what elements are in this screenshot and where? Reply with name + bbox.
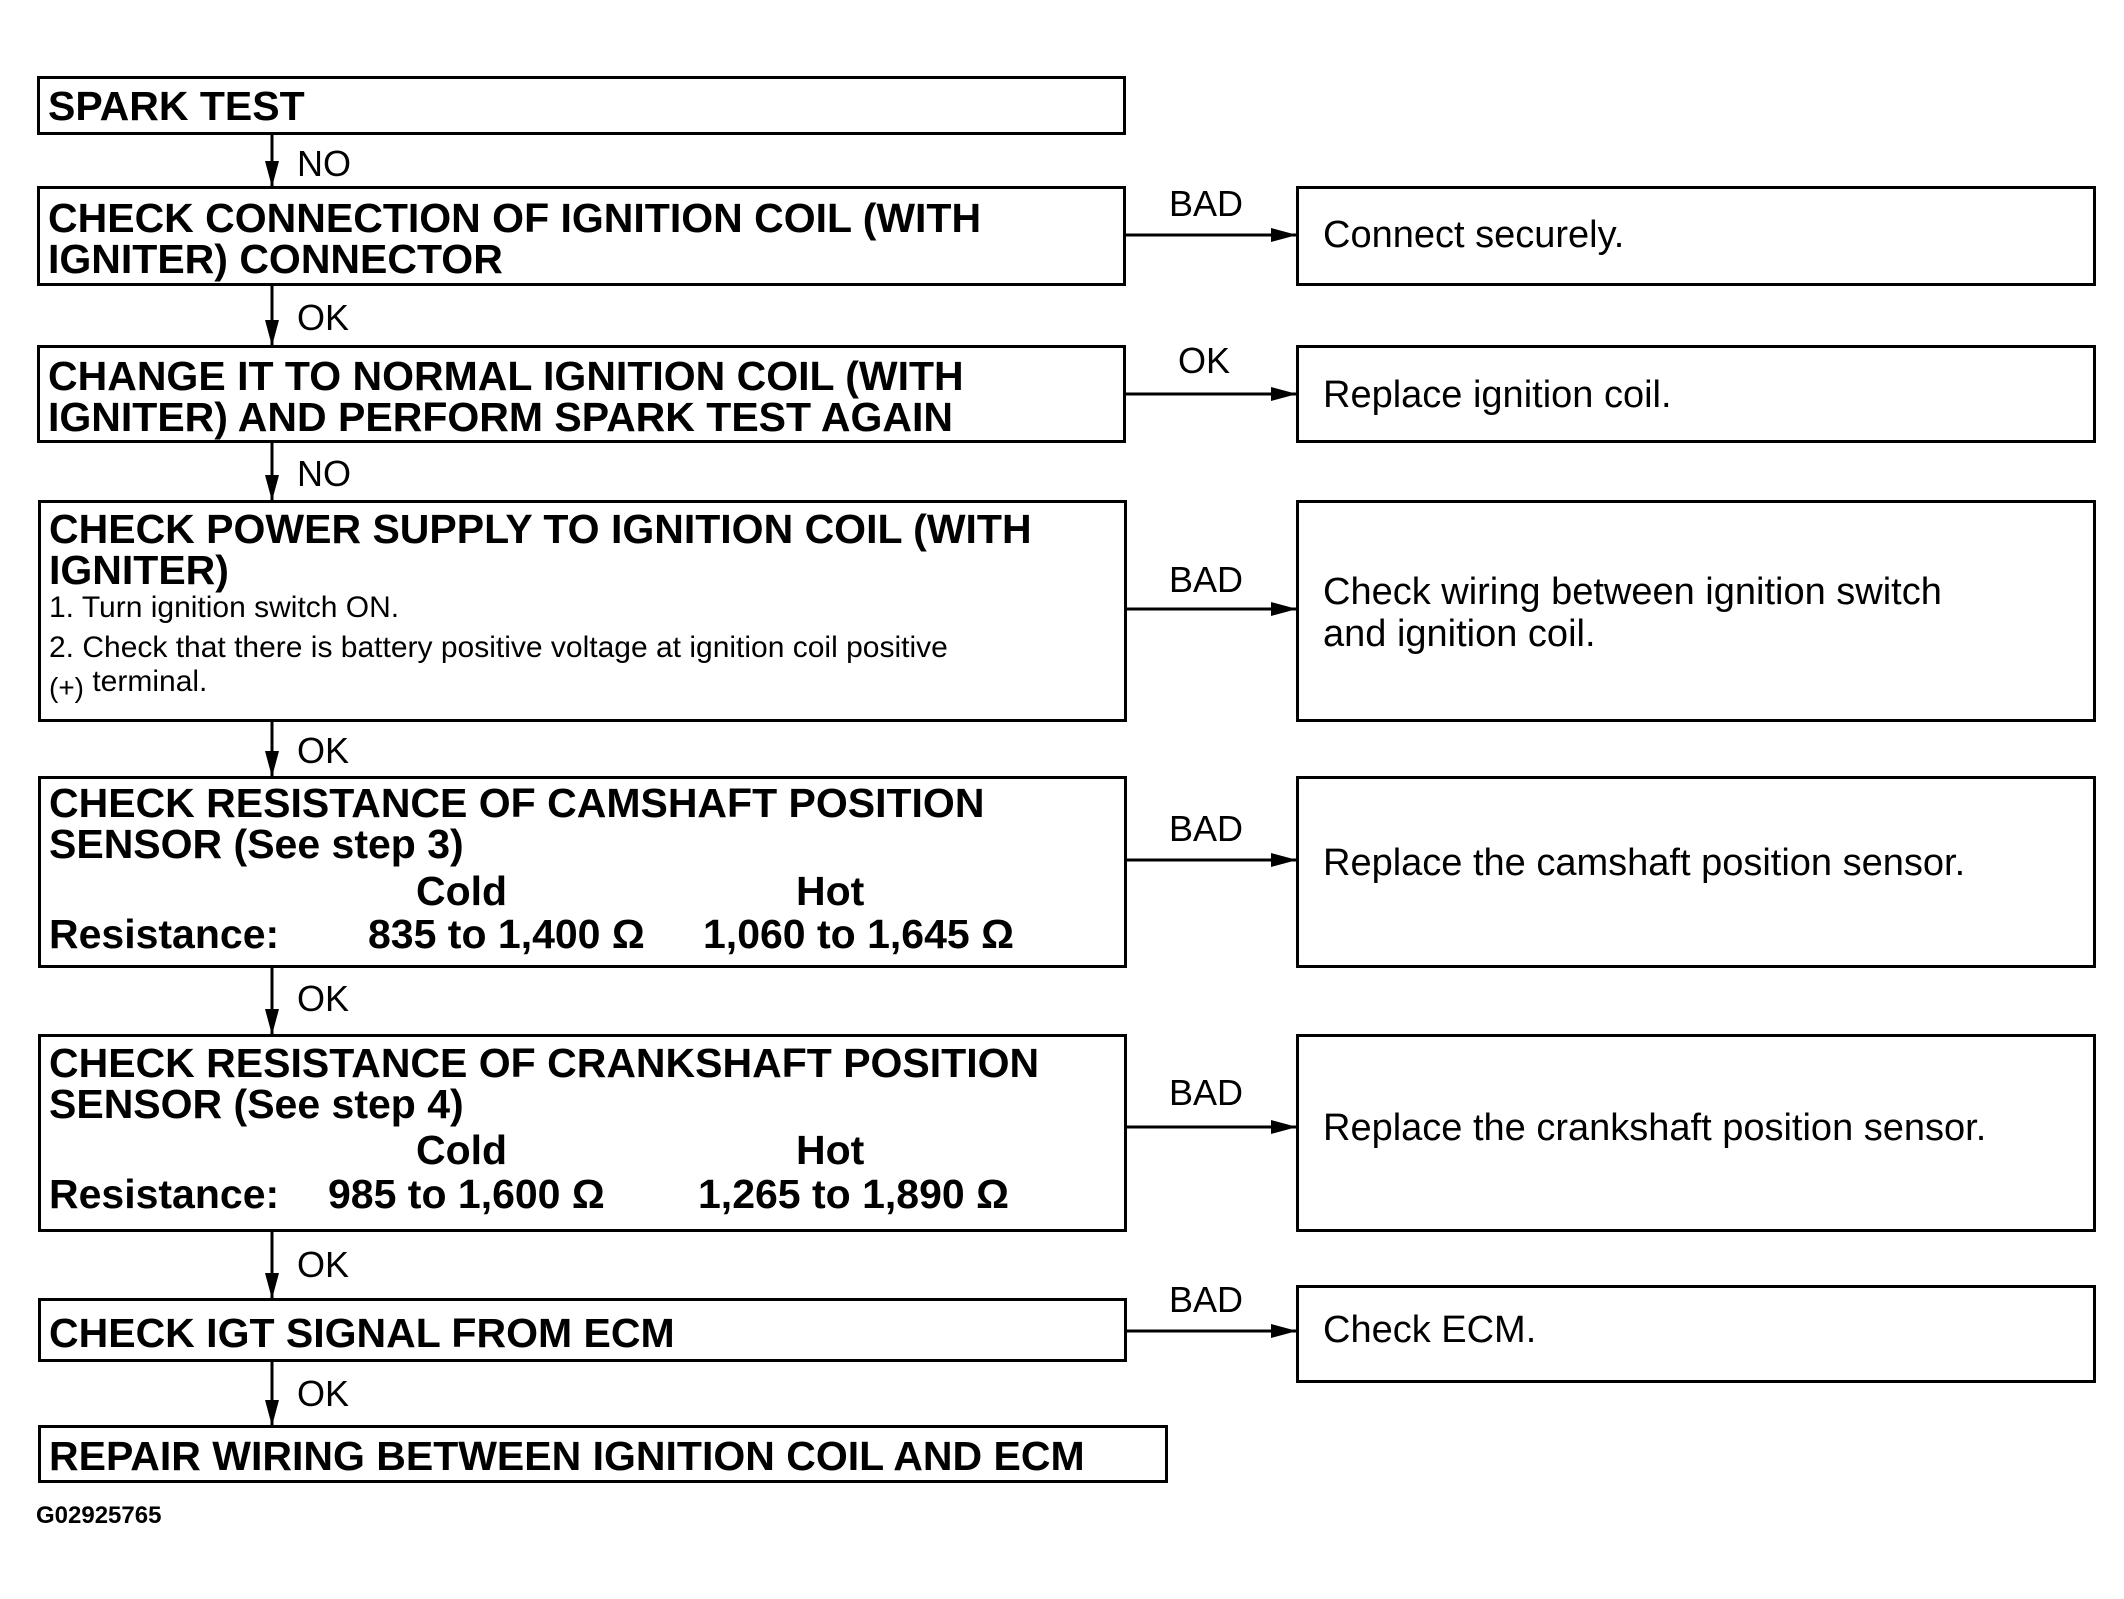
down-label-no: NO [297, 143, 351, 184]
side-label-bad: BAD [1169, 1072, 1244, 1113]
step-title-line2: IGNITER) AND PERFORM SPARK TEST AGAIN [48, 394, 954, 440]
side-label-bad: BAD [1169, 559, 1244, 600]
side-label-ok: OK [1178, 340, 1231, 381]
step-title-line1: CHECK RESISTANCE OF CRANKSHAFT POSITION [49, 1040, 1040, 1086]
step-instruction-1: 1. Turn ignition switch ON. [49, 591, 400, 624]
step-title-line2: SENSOR (See step 3) [49, 821, 464, 867]
step-title-line2: IGNITER) CONNECTOR [48, 236, 503, 282]
side-label-bad: BAD [1169, 1279, 1244, 1320]
action-box-check-wiring: Check wiring between ignition switch and… [1296, 500, 2096, 722]
step-box-igt-signal: CHECK IGT SIGNAL FROM ECM [38, 1298, 1127, 1362]
hot-resistance-value: 1,265 to 1,890 Ω [698, 1171, 1009, 1217]
step-title: CHECK IGT SIGNAL FROM ECM [49, 1310, 675, 1356]
side-label-bad: BAD [1169, 183, 1244, 224]
step-title-line2: IGNITER) [49, 547, 229, 593]
step-title-line1: CHECK CONNECTION OF IGNITION COIL (WITH [48, 195, 982, 241]
step-box-check-connection: CHECK CONNECTION OF IGNITION COIL (WITH … [37, 186, 1126, 286]
step-title: SPARK TEST [48, 83, 305, 129]
action-text: Replace ignition coil. [1323, 374, 1672, 416]
cold-column-header: Cold [416, 868, 508, 914]
down-label-ok: OK [297, 1244, 350, 1285]
step-box-change-coil: CHANGE IT TO NORMAL IGNITION COIL (WITH … [37, 345, 1126, 443]
resistance-label: Resistance: [49, 911, 280, 957]
action-text: Replace the camshaft position sensor. [1323, 842, 1966, 884]
step-box-spark-test: SPARK TEST [37, 76, 1126, 135]
action-text-line1: Check wiring between ignition switch [1323, 571, 1942, 613]
action-box-connect: Connect securely. [1296, 186, 2096, 286]
action-box-replace-camshaft: Replace the camshaft position sensor. [1296, 776, 2096, 968]
step-title-line2: SENSOR (See step 4) [49, 1081, 464, 1127]
step-box-camshaft-sensor: CHECK RESISTANCE OF CAMSHAFT POSITION SE… [38, 776, 1127, 968]
hot-column-header: Hot [796, 1127, 865, 1173]
positive-terminal-symbol: (+) [49, 672, 84, 703]
action-text-line2: and ignition coil. [1323, 613, 1596, 655]
action-text: Connect securely. [1323, 214, 1625, 256]
hot-resistance-value: 1,060 to 1,645 Ω [703, 911, 1014, 957]
resistance-label: Resistance: [49, 1171, 280, 1217]
action-box-check-ecm: Check ECM. [1296, 1285, 2096, 1383]
step-title-line1: CHECK RESISTANCE OF CAMSHAFT POSITION [49, 780, 985, 826]
cold-resistance-value: 985 to 1,600 Ω [328, 1171, 605, 1217]
down-label-ok: OK [297, 978, 350, 1019]
action-text: Replace the crankshaft position sensor. [1323, 1107, 1987, 1149]
cold-resistance-value: 835 to 1,400 Ω [368, 911, 645, 957]
action-text: Check ECM. [1323, 1309, 1537, 1351]
figure-code: G02925765 [36, 1502, 162, 1529]
down-label-ok: OK [297, 1373, 350, 1414]
step-title-line1: CHANGE IT TO NORMAL IGNITION COIL (WITH [48, 353, 964, 399]
step-instruction-2: 2. Check that there is battery positive … [49, 631, 1116, 705]
step-box-repair-wiring: REPAIR WIRING BETWEEN IGNITION COIL AND … [38, 1425, 1168, 1483]
step-title: REPAIR WIRING BETWEEN IGNITION COIL AND … [49, 1433, 1085, 1479]
cold-column-header: Cold [416, 1127, 508, 1173]
step-title-line1: CHECK POWER SUPPLY TO IGNITION COIL (WIT… [49, 506, 1032, 552]
step-box-crankshaft-sensor: CHECK RESISTANCE OF CRANKSHAFT POSITION … [38, 1034, 1127, 1232]
action-box-replace-coil: Replace ignition coil. [1296, 345, 2096, 443]
action-box-replace-crankshaft: Replace the crankshaft position sensor. [1296, 1034, 2096, 1232]
down-label-ok: OK [297, 730, 350, 771]
step-box-power-supply: CHECK POWER SUPPLY TO IGNITION COIL (WIT… [38, 500, 1127, 722]
step-instruction-2-text: 2. Check that there is battery positive … [49, 631, 948, 664]
down-label-no: NO [297, 453, 351, 494]
step-instruction-2-end: terminal. [92, 665, 208, 698]
down-label-ok: OK [297, 297, 350, 338]
hot-column-header: Hot [796, 868, 865, 914]
side-label-bad: BAD [1169, 808, 1244, 849]
